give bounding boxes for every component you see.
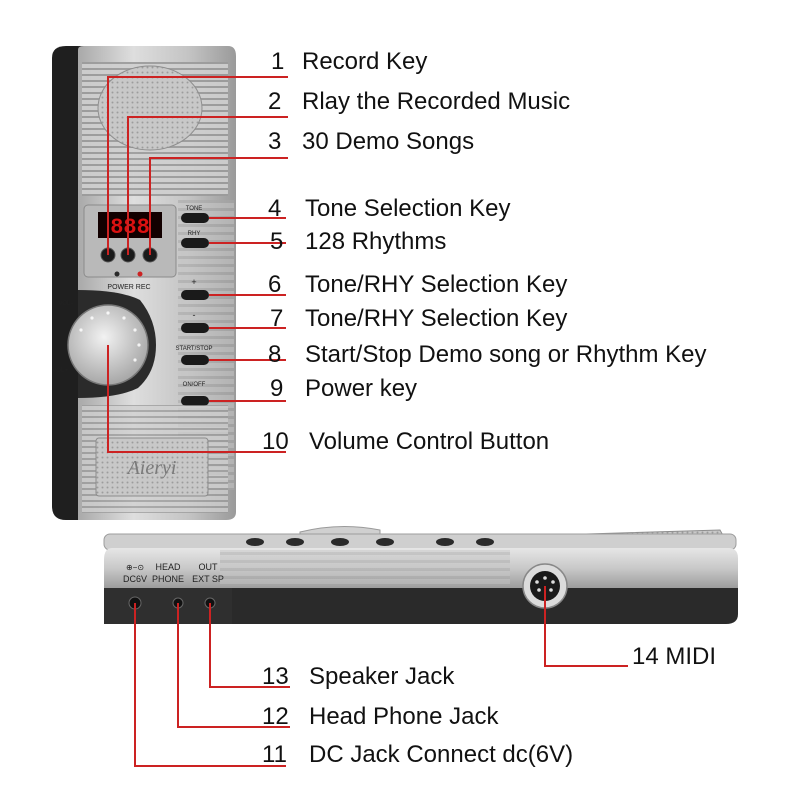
leader-line-13 <box>209 603 290 688</box>
label-speaker-jack: Speaker Jack <box>309 663 455 690</box>
leader-line-3 <box>149 157 288 255</box>
label-play-recorded: Rlay the Recorded Music <box>302 88 571 115</box>
midi-pins-icon <box>535 576 555 592</box>
label-power-key: Power key <box>305 375 418 402</box>
tone-label: TONE <box>186 206 203 212</box>
out-label-2: EXT SP <box>192 574 224 584</box>
label-number-13: 13 <box>262 663 289 690</box>
label-number-14: 14 <box>632 643 659 670</box>
power-button[interactable] <box>181 396 209 406</box>
power-rec-label: POWER REC <box>107 284 150 291</box>
minus-button[interactable] <box>181 323 209 333</box>
leader-line-11 <box>134 603 286 767</box>
vol-minus-label: VOL– <box>58 301 74 307</box>
device-front: 888 POWER REC TONE RHY + - START/STOP ON… <box>52 46 236 520</box>
minus-label: - <box>193 310 196 320</box>
device-side: DC6V ⊕−⊙ HEAD PHONE OUT EXT SP <box>103 525 738 624</box>
label-midi: 14 MIDI <box>632 645 716 669</box>
label-number-11: 11 <box>262 741 287 768</box>
leader-lines <box>107 76 628 767</box>
plus-label: + <box>191 277 196 287</box>
label-demo-songs: 30 Demo Songs <box>302 128 475 155</box>
tone-button[interactable] <box>181 213 209 223</box>
label-rhythms: 128 Rhythms <box>305 228 447 255</box>
label-headphone-jack: Head Phone Jack <box>309 703 499 730</box>
plus-button[interactable] <box>181 290 209 300</box>
speaker-icon <box>97 65 203 151</box>
label-volume-control: Volume Control Button <box>309 428 550 455</box>
label-record-key: Record Key <box>302 48 428 75</box>
label-number-2: 2 <box>268 88 282 115</box>
headphone-label-1: HEAD <box>155 562 181 572</box>
power-led-icon <box>114 271 120 277</box>
leader-line-2 <box>127 116 288 255</box>
label-dc-jack: DC Jack Connect dc(6V) <box>309 741 574 768</box>
label-number-12: 12 <box>262 703 289 730</box>
startstop-label: START/STOP <box>175 346 212 352</box>
headphone-label-2: PHONE <box>152 574 184 584</box>
label-tone-rhy-minus: Tone/RHY Selection Key <box>305 305 568 332</box>
led-display-text: 888 <box>110 215 150 240</box>
leader-line-10 <box>107 345 286 453</box>
label-number-5: 5 <box>270 228 284 255</box>
rec-led-icon <box>137 271 143 277</box>
leader-line-1 <box>107 76 288 255</box>
rhy-label: RHY <box>188 231 201 237</box>
label-number-6: 6 <box>268 271 282 298</box>
label-number-9: 9 <box>270 375 284 402</box>
label-tone-selection: Tone Selection Key <box>305 195 511 222</box>
label-number-1: 1 <box>271 48 285 75</box>
startstop-button[interactable] <box>181 355 209 365</box>
label-number-4: 4 <box>268 195 282 222</box>
label-midi-text: MIDI <box>665 643 717 670</box>
onoff-label: ON/OFF <box>183 382 206 388</box>
vol-plus-label: VOL+ <box>52 368 68 374</box>
dc-polarity-icon: ⊕−⊙ <box>126 563 144 572</box>
label-number-8: 8 <box>268 341 282 368</box>
label-number-10: 10 <box>262 428 289 455</box>
label-number-3: 3 <box>268 128 282 155</box>
label-start-stop: Start/Stop Demo song or Rhythm Key <box>305 341 707 368</box>
brand-logo: Aieryi <box>126 457 177 479</box>
dc6v-label: DC6V <box>123 574 147 584</box>
out-label-1: OUT <box>199 562 219 572</box>
rhy-button[interactable] <box>181 238 209 248</box>
leader-line-14 <box>544 586 628 667</box>
label-tone-rhy-plus: Tone/RHY Selection Key <box>305 271 568 298</box>
label-number-7: 7 <box>270 305 284 332</box>
volume-knob-ticks <box>79 311 141 362</box>
side-key-row <box>246 538 494 546</box>
leader-line-12 <box>177 603 290 728</box>
